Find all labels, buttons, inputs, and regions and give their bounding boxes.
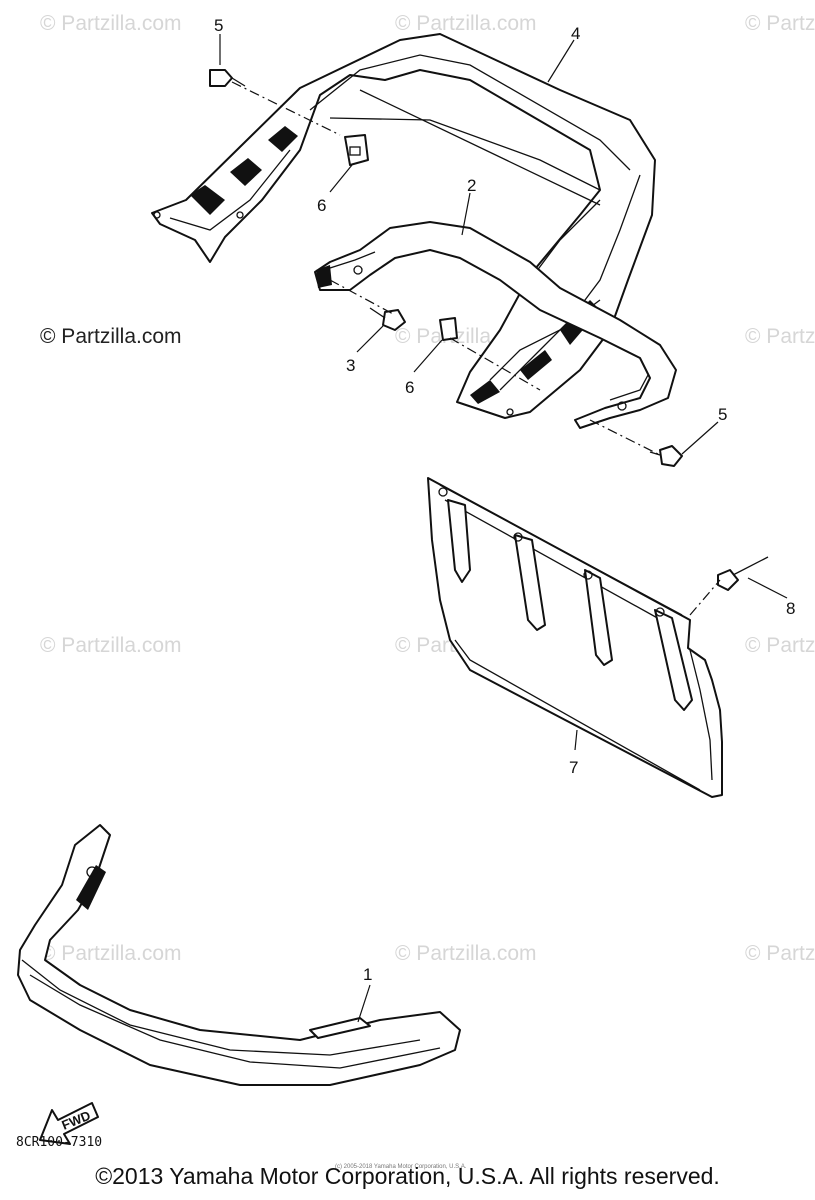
tiny-notice: (c) 2005-2018 Yamaha Motor Corporation, … (335, 1164, 467, 1170)
callout-4[interactable]: 4 (571, 24, 580, 43)
part-1-front-bumper[interactable] (17, 824, 461, 1086)
watermark: © Partzilla.com (395, 12, 537, 35)
callout-6-upper[interactable]: 6 (317, 196, 326, 215)
part-5-bolt-upper[interactable] (209, 69, 246, 87)
watermarks: © Partzilla.com © Partzilla.com © Partzi… (40, 12, 815, 965)
part-4-rear-frame[interactable] (151, 33, 656, 419)
callout-3[interactable]: 3 (346, 356, 355, 375)
diagram-code: 8CR100-7310 (16, 1135, 102, 1150)
copyright-footer: ©2013 Yamaha Motor Corporation, U.S.A. A… (95, 1163, 720, 1189)
part-7-mud-flap[interactable] (427, 477, 723, 798)
callout-5-upper[interactable]: 5 (214, 16, 223, 35)
watermark: © Partzilla.com (40, 325, 182, 348)
callout-6-lower[interactable]: 6 (405, 378, 414, 397)
assembly-lines (231, 81, 721, 616)
watermark: © Partzilla.com (40, 942, 182, 965)
callouts: 4 5 6 2 3 6 5 8 7 1 (214, 16, 795, 984)
watermark: © Partzilla.com (40, 12, 182, 35)
watermark: © Partzilla.com (745, 634, 815, 657)
leader-lines (219, 34, 788, 1023)
part-3-bolt[interactable] (369, 307, 406, 331)
part-5-bolt-lower[interactable] (649, 445, 683, 467)
callout-2[interactable]: 2 (467, 176, 476, 195)
callout-5-lower[interactable]: 5 (718, 405, 727, 424)
watermark: © Partzilla.com (745, 942, 815, 965)
watermark: © Partzilla.com (395, 942, 537, 965)
watermark: © Partzilla.com (40, 634, 182, 657)
watermark: © Partzilla.com (745, 325, 815, 348)
callout-8[interactable]: 8 (786, 599, 795, 618)
part-6-clip-upper[interactable] (344, 134, 369, 166)
watermark: © Partzilla.com (745, 12, 815, 35)
part-8-rivet[interactable] (717, 556, 769, 591)
part-6-clip-lower[interactable] (439, 317, 458, 341)
callout-7[interactable]: 7 (569, 758, 578, 777)
callout-1[interactable]: 1 (363, 965, 372, 984)
